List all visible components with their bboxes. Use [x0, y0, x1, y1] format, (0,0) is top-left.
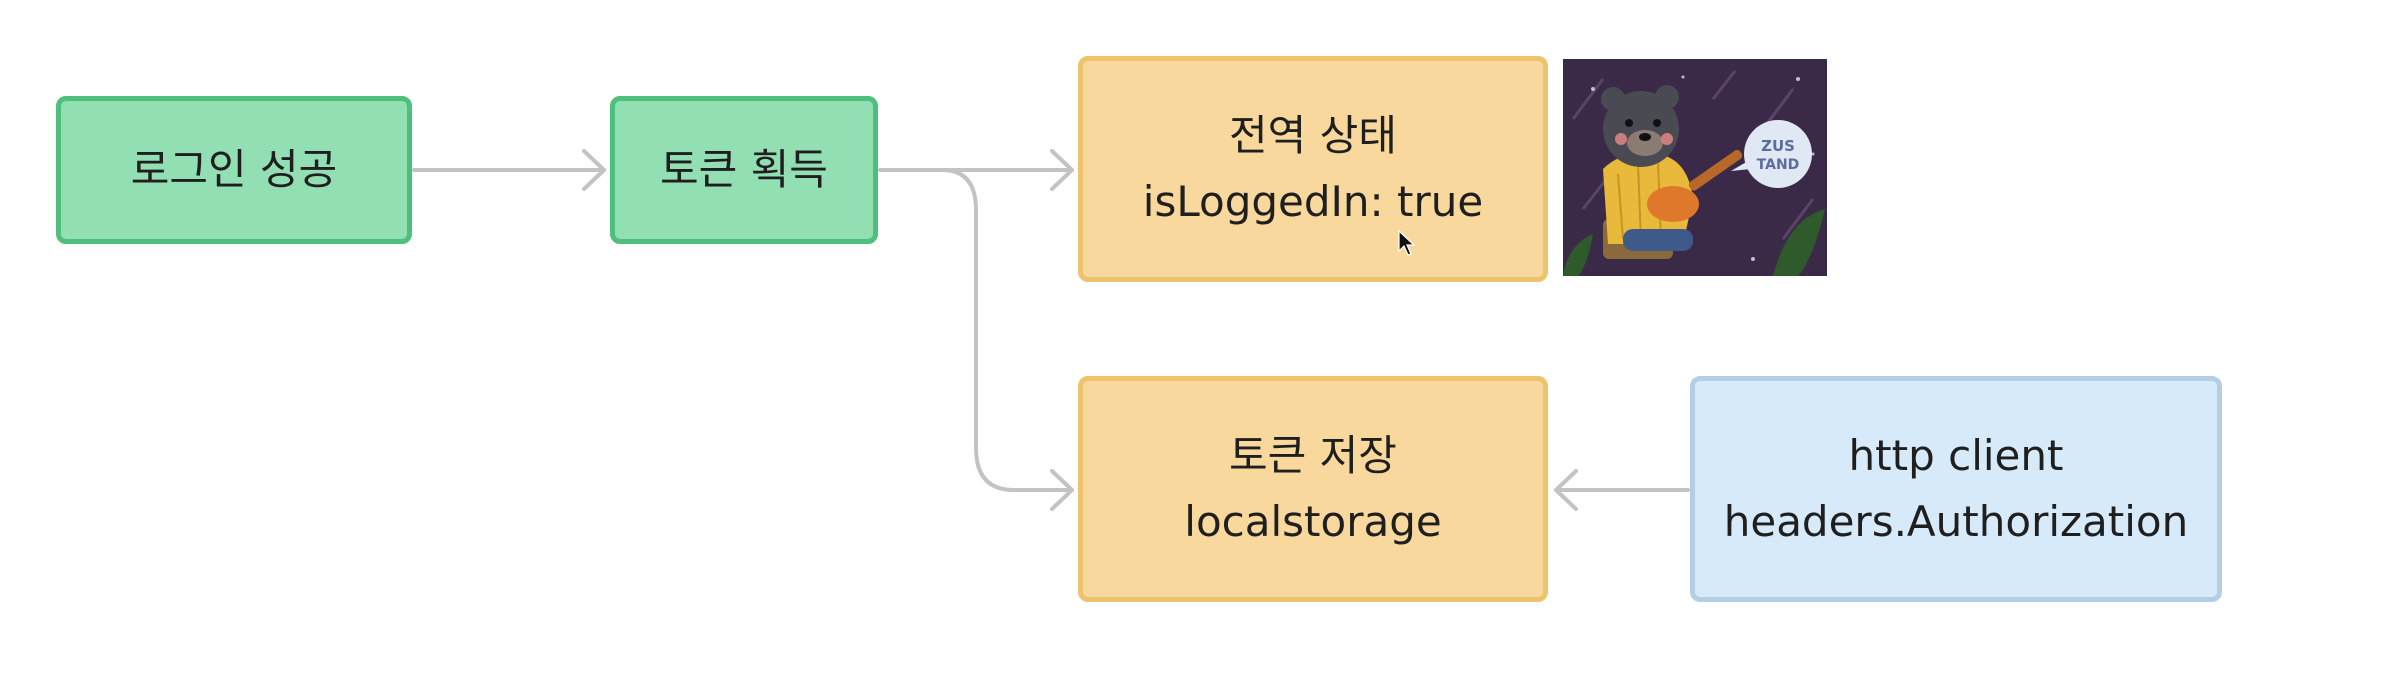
- zustand-mascot-image: ZUS TAND: [1563, 59, 1827, 276]
- node-token-store: 토큰 저장 localstorage: [1078, 376, 1548, 602]
- node-global-state-title: 전역 상태: [1229, 111, 1397, 160]
- node-http-client-title: http client: [1848, 431, 2064, 480]
- node-token-store-title: 토큰 저장: [1229, 431, 1397, 480]
- mascot-badge-text-2: TAND: [1757, 157, 1800, 173]
- mouse-cursor-icon: [1398, 230, 1416, 256]
- arrow-token-to-global-state: [878, 149, 1074, 191]
- node-login-success: 로그인 성공: [56, 96, 412, 244]
- arrow-login-to-token: [412, 149, 606, 191]
- node-http-client-value: headers.Authorization: [1723, 497, 2189, 546]
- arrow-token-to-token-store: [940, 168, 1074, 511]
- node-global-state: 전역 상태 isLoggedIn: true: [1078, 56, 1548, 282]
- node-http-client: http client headers.Authorization: [1690, 376, 2222, 602]
- node-token-acquire-label: 토큰 획득: [660, 145, 828, 194]
- node-login-success-label: 로그인 성공: [130, 145, 338, 194]
- node-global-state-value: isLoggedIn: true: [1142, 177, 1484, 226]
- mascot-badge-text-1: ZUS: [1761, 137, 1795, 155]
- node-token-store-value: localstorage: [1184, 497, 1442, 546]
- arrow-http-client-to-token-store: [1554, 469, 1690, 511]
- node-token-acquire: 토큰 획득: [610, 96, 878, 244]
